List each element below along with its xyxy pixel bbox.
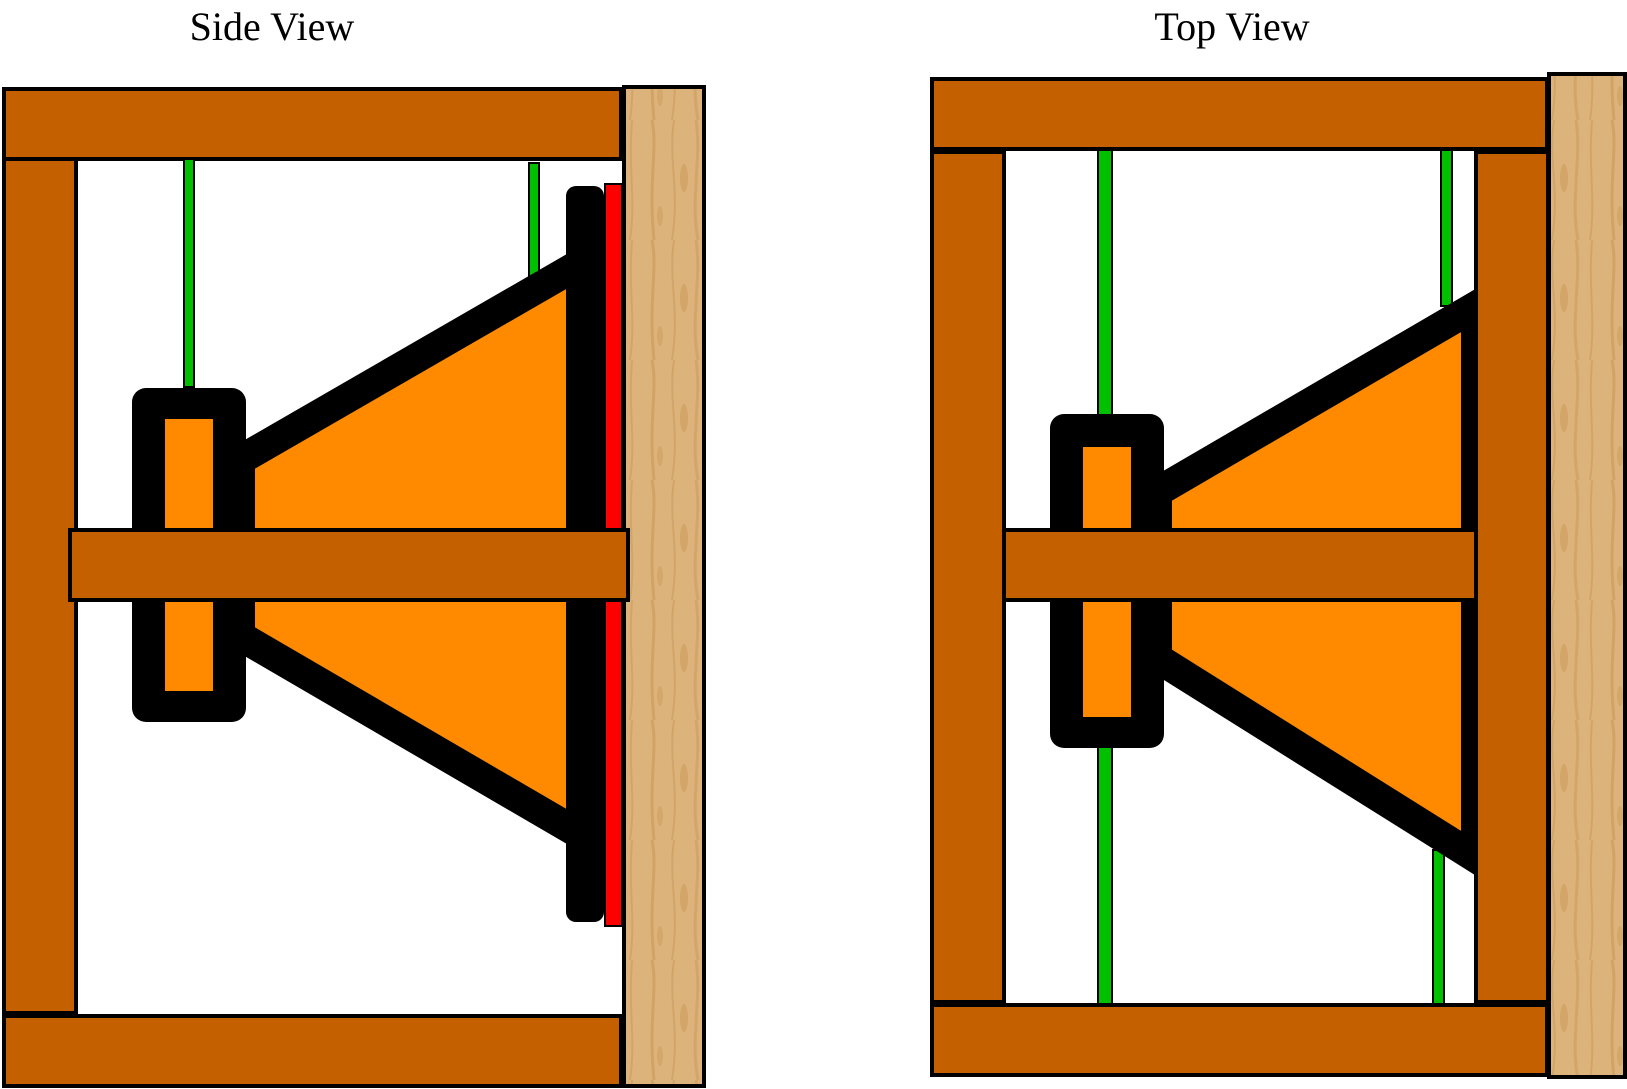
side-frame-bottom-rail (2, 1014, 623, 1088)
side-wire-left (183, 158, 195, 388)
top-frame-top-rail (930, 77, 1549, 151)
top-frame-right-post (1474, 150, 1550, 1004)
side-view-title: Side View (190, 4, 355, 49)
top-wire-right-lower (1432, 849, 1445, 1005)
top-view-title: Top View (1154, 4, 1309, 49)
top-wire-left-lower (1097, 741, 1113, 1005)
side-frame-left-post (2, 157, 78, 1015)
top-wire-right-upper (1440, 149, 1453, 307)
side-view (2, 85, 706, 1088)
top-frame-bottom-rail (930, 1003, 1549, 1077)
side-wire-right (528, 162, 540, 281)
top-view (930, 72, 1627, 1079)
top-wall-panel (1547, 72, 1627, 1079)
top-wire-left-upper (1097, 149, 1113, 417)
side-wall-panel (622, 85, 706, 1088)
top-frame-left-post (930, 150, 1006, 1004)
side-frame-top-rail (2, 87, 623, 161)
side-crossbar (68, 528, 630, 602)
top-crossbar (1002, 528, 1478, 602)
